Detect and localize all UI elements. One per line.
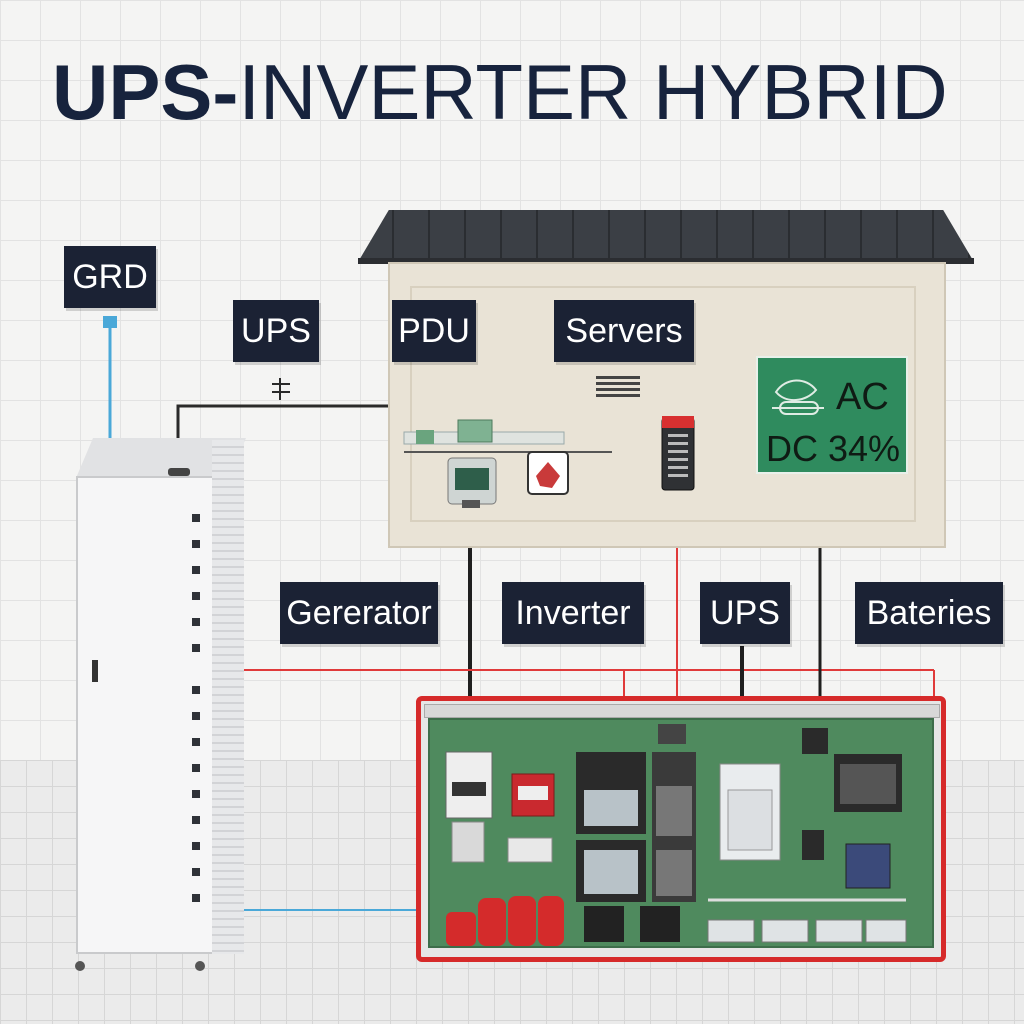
ac-dc-status-panel: AC DC 34% — [756, 356, 908, 474]
label-grid: GRD — [64, 246, 156, 308]
title-rest-part: INVERTER HYBRID — [238, 48, 948, 136]
label-inverter: Inverter — [502, 582, 644, 644]
ac-readout: AC — [836, 376, 889, 418]
lcd-screen — [845, 843, 891, 889]
title-bold-part: UPS- — [52, 48, 239, 136]
vent-grille — [596, 376, 640, 397]
dc-readout: DC 34% — [766, 428, 901, 469]
roof — [358, 210, 974, 262]
roof-edge — [358, 258, 974, 264]
label-pdu: PDU — [392, 300, 476, 362]
diagram-title: UPS-INVERTER HYBRID — [52, 44, 948, 140]
server-room-panel — [410, 286, 916, 522]
fuse-row — [446, 896, 564, 946]
label-ups-bottom: UPS — [700, 582, 790, 644]
label-generator: Gererator — [280, 582, 438, 644]
rack-door-handle — [92, 660, 98, 682]
label-ups-top: UPS — [233, 300, 319, 362]
label-batteries: Bateries — [855, 582, 1003, 644]
plug-icon — [772, 379, 824, 415]
rack-side-vents — [212, 440, 244, 954]
grid-connector-top — [103, 316, 117, 328]
cabinet-rail — [424, 704, 940, 718]
server-rack — [76, 476, 214, 954]
pdu-top-module — [457, 419, 493, 443]
label-servers: Servers — [554, 300, 694, 362]
terminal-strip — [707, 919, 907, 943]
